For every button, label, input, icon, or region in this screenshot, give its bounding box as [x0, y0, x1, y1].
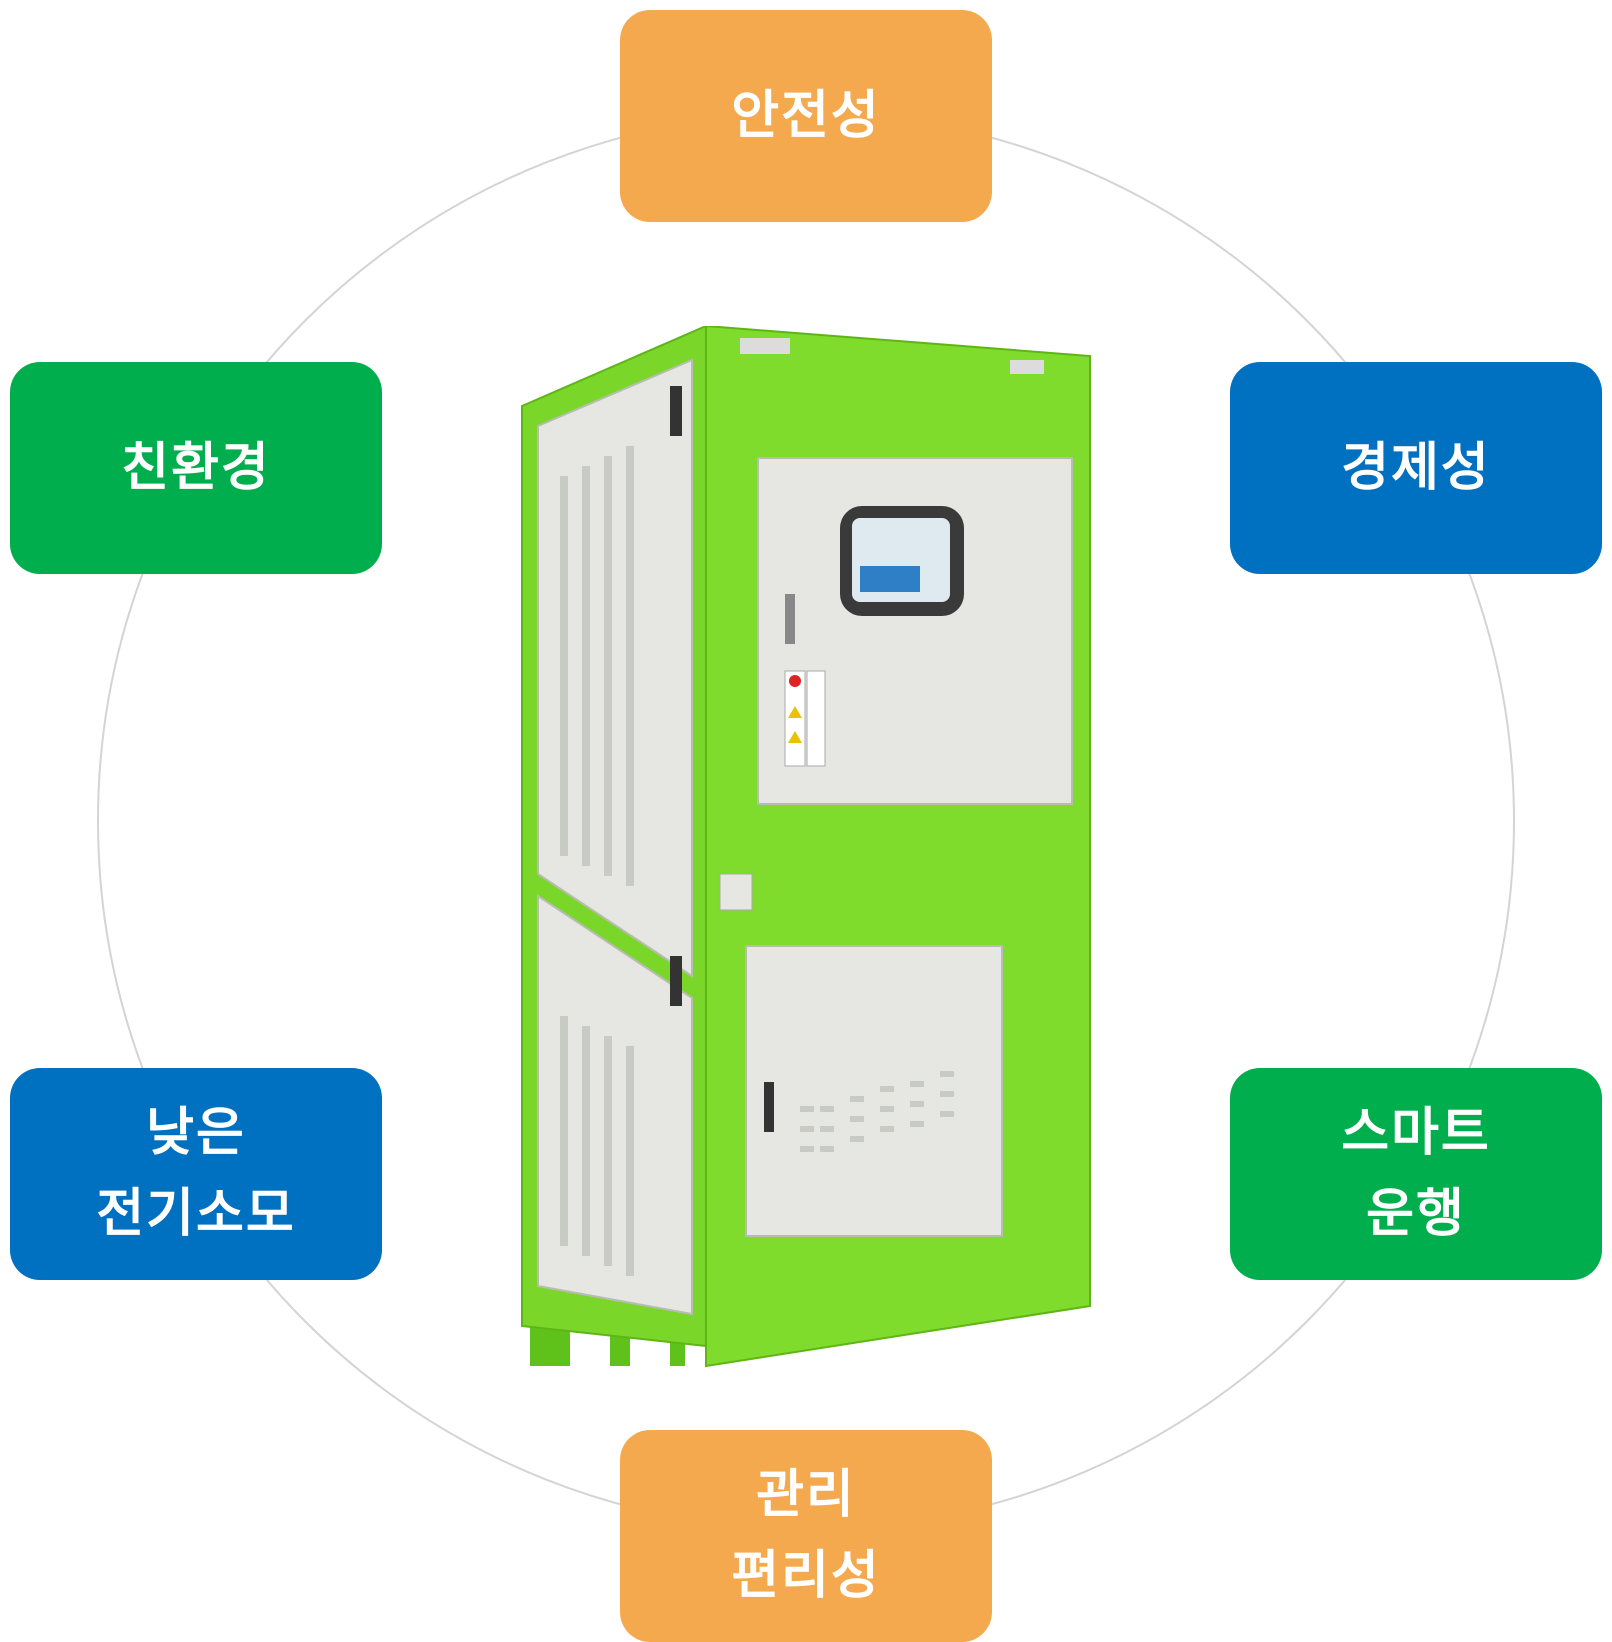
nameplate: [740, 338, 790, 354]
side-vents: [560, 446, 634, 1276]
front-lower-handle: [764, 1082, 774, 1132]
product-cabinet-image: [521, 326, 1091, 1376]
feature-convenience-line1: 관리: [756, 1465, 856, 1526]
spec-label: [719, 873, 753, 911]
feature-smart-operation: 스마트 운행: [1230, 1068, 1602, 1280]
feature-management-convenience: 관리 편리성: [620, 1430, 992, 1642]
feature-low-power-line2: 전기소모: [96, 1184, 296, 1244]
feature-smart-line1: 스마트: [1341, 1103, 1491, 1164]
feature-eco-label: 친환경: [121, 437, 271, 498]
side-upper-door: [537, 358, 693, 978]
feature-convenience-line2: 편리성: [731, 1546, 881, 1606]
feature-smart-line2: 운행: [1366, 1184, 1466, 1244]
front-lower-door: [745, 945, 1003, 1237]
side-handle-upper: [670, 386, 682, 436]
side-lower-door: [537, 894, 693, 1316]
feature-economy-label: 경제성: [1341, 437, 1491, 498]
feature-low-power-line1: 낮은: [146, 1103, 246, 1164]
feature-low-power: 낮은 전기소모: [10, 1068, 382, 1280]
warning-labels: [784, 670, 826, 767]
feature-eco-friendly: 친환경: [10, 362, 382, 574]
feature-economy: 경제성: [1230, 362, 1602, 574]
feature-safety: 안전성: [620, 10, 992, 222]
front-upper-handle: [785, 594, 795, 644]
feature-safety-label: 안전성: [731, 85, 881, 146]
front-vents: [800, 1071, 954, 1152]
side-handle-lower: [670, 956, 682, 1006]
